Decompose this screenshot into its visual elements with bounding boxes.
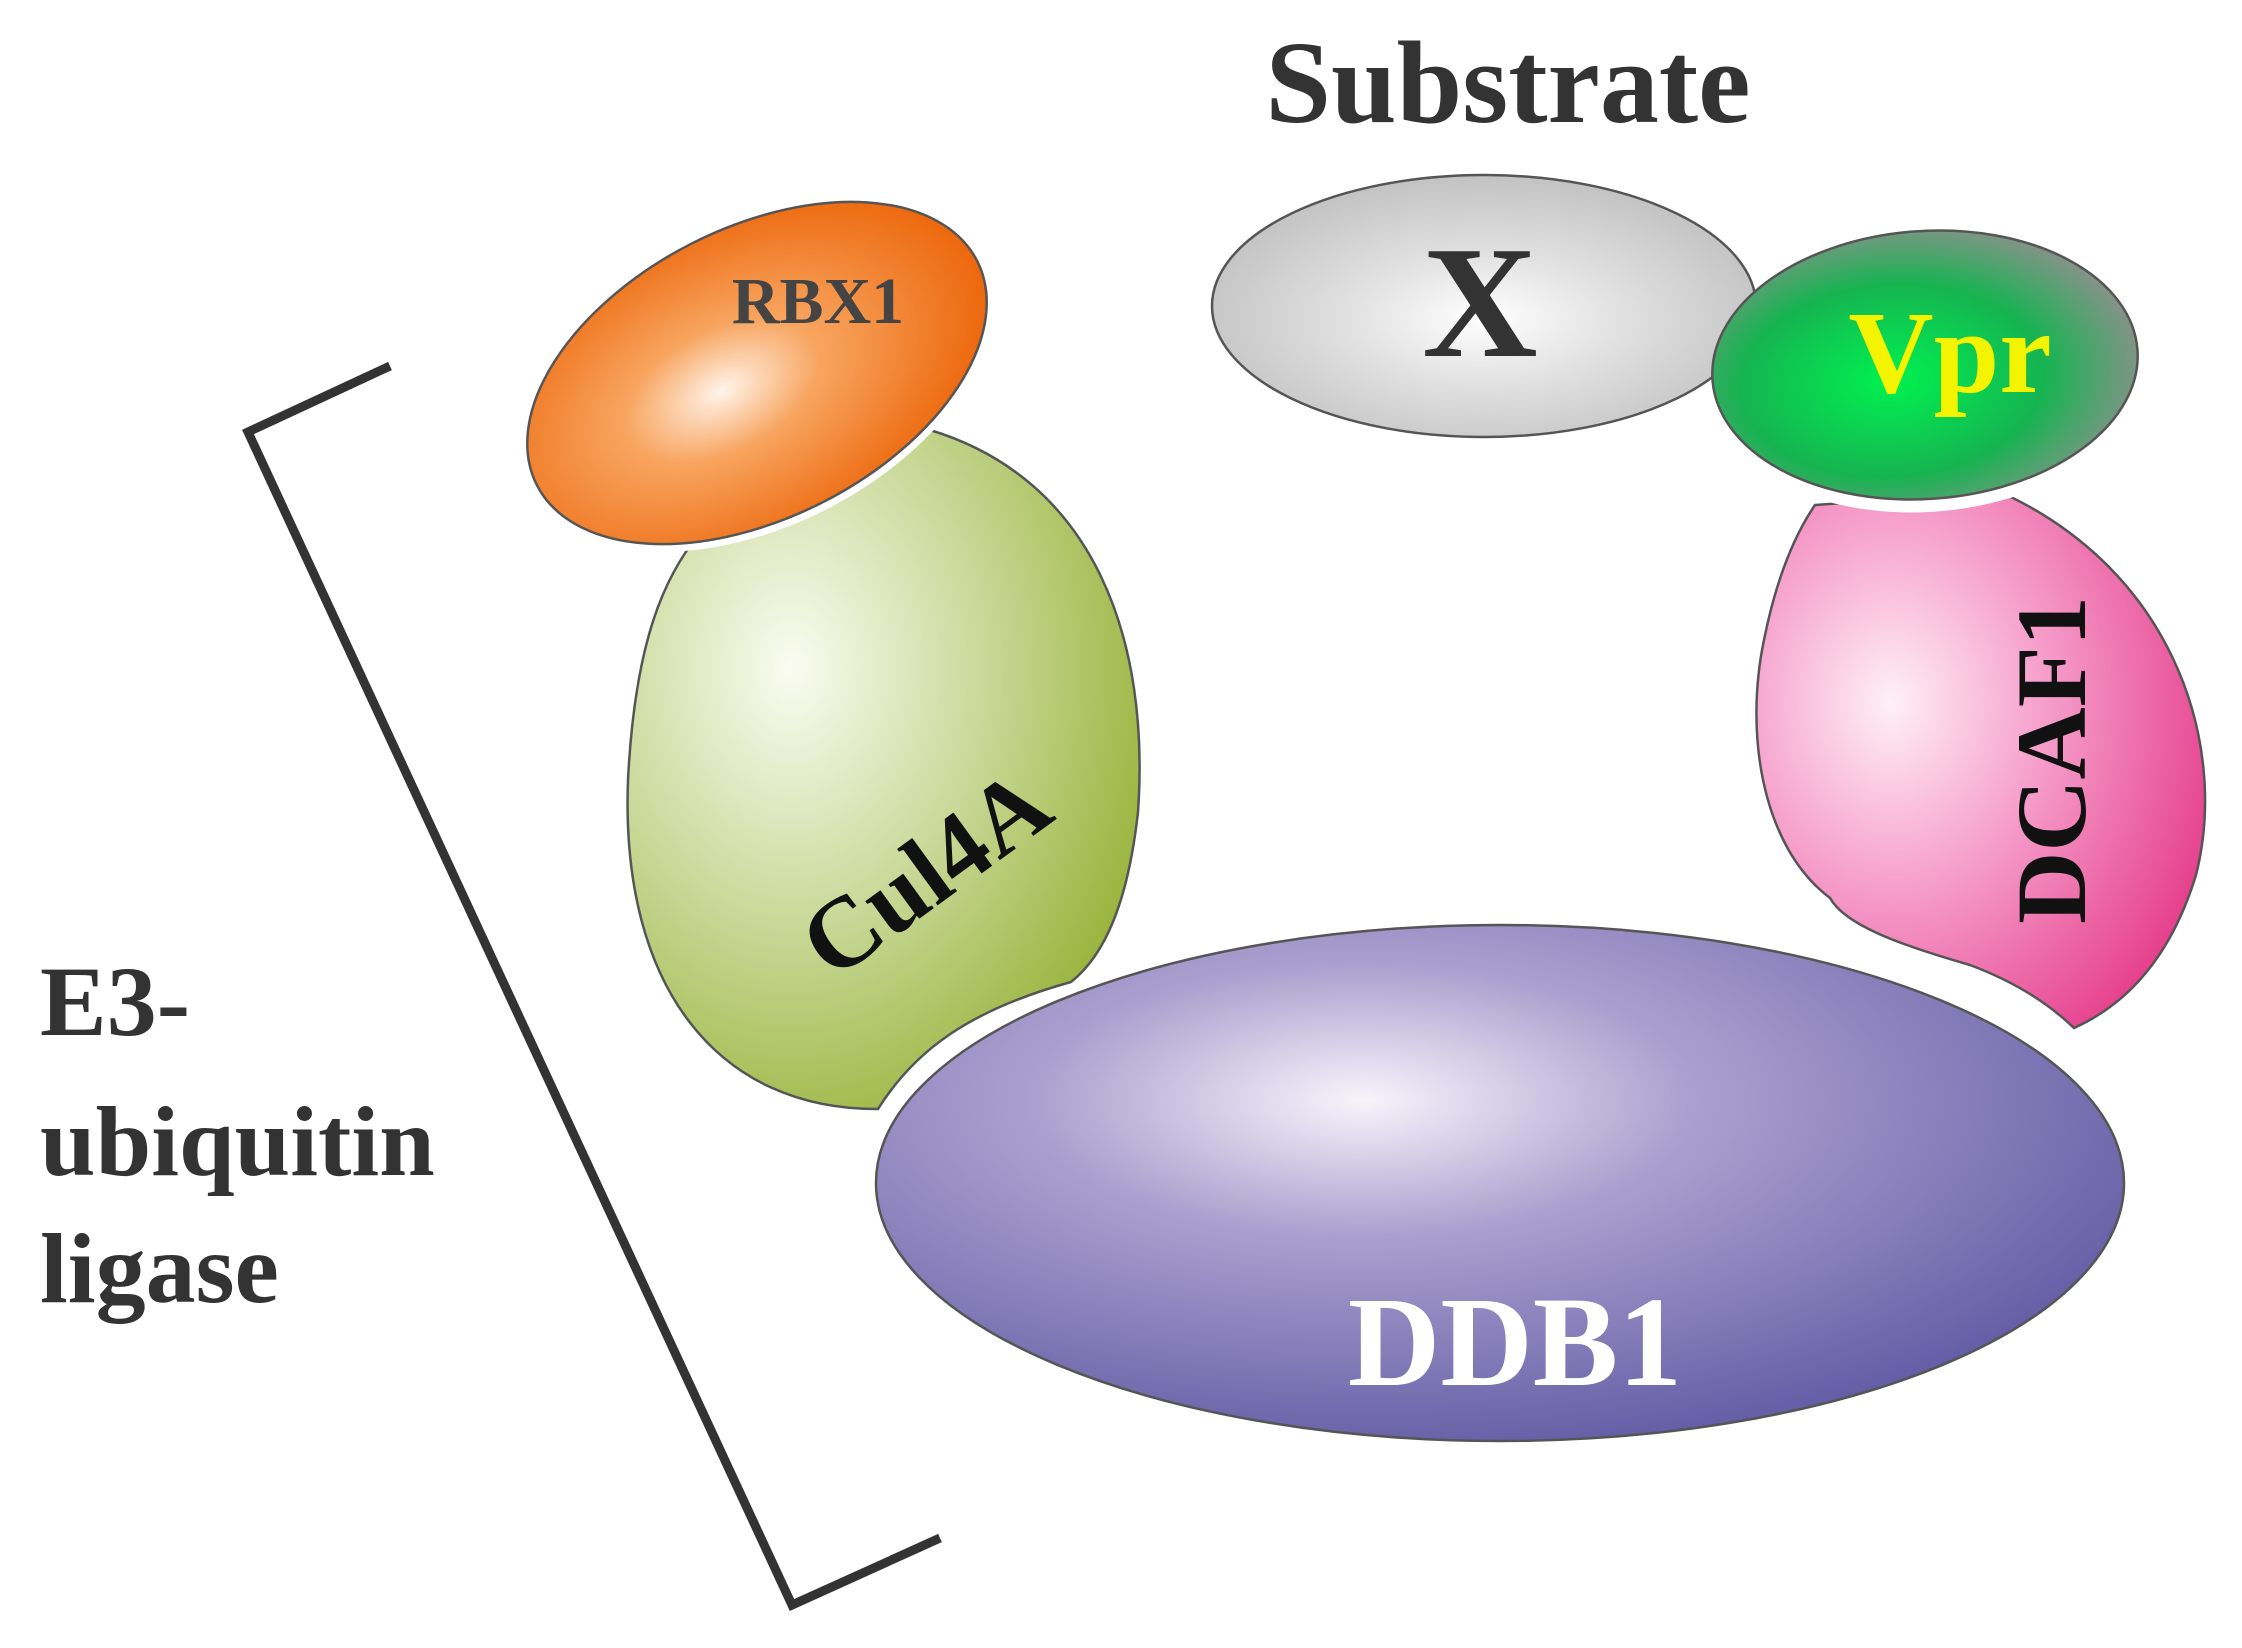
ddb1-label: DDB1 (1348, 1271, 1682, 1413)
cul4a-shape (626, 428, 1141, 1111)
substrate-label: Substrate (1265, 17, 1750, 148)
vpr-label: Vpr (1848, 287, 2051, 418)
e3-bracket (242, 361, 942, 1611)
x-label: X (1422, 213, 1538, 391)
e3-label-line3: ligase (40, 1213, 279, 1324)
dcaf1-label: DCAF1 (1996, 596, 2107, 924)
vpr-shape (1711, 229, 2139, 501)
rbx1-label: RBX1 (732, 265, 904, 338)
rbx1-shape (526, 200, 988, 546)
dcaf1-shape (1755, 483, 2207, 1030)
ddb1-shape (874, 923, 2126, 1443)
e3-label-line1: E3- (40, 946, 190, 1057)
e3-label-line2: ubiquitin (40, 1086, 435, 1197)
